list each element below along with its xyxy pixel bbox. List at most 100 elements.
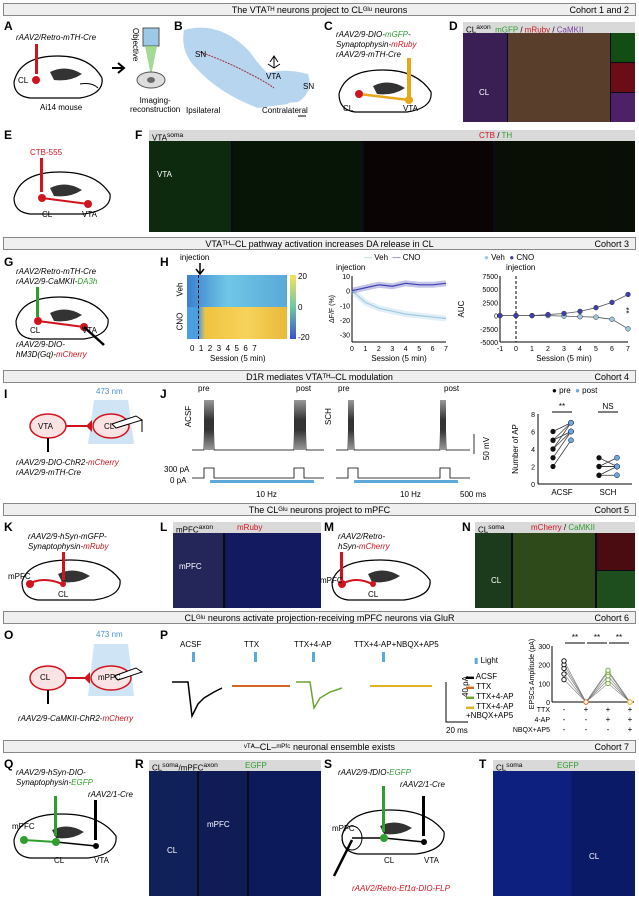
panel-s-brain	[332, 786, 445, 877]
x-tick-label: 7	[626, 346, 630, 353]
data-point-cno	[609, 299, 615, 306]
y-tick-label: 8	[531, 412, 535, 419]
x-tick-label: 3	[390, 346, 394, 353]
panel-e-brain	[13, 158, 111, 215]
data-point-cno	[577, 308, 583, 315]
condition-row-label: TTX	[537, 707, 551, 714]
panel-g-vta: VTA	[82, 326, 97, 335]
condition-sign: +	[606, 705, 611, 714]
panel-k-virus-1: rAAV2/9-hSyn-mGFP-	[28, 532, 107, 541]
x-tick-label: 1	[530, 346, 534, 353]
panel-t-cl: CL	[589, 852, 600, 861]
panel-g-virus-2: rAAV2/9-CaMKII-DA3h	[16, 277, 98, 286]
x-tick-label: 7	[444, 346, 448, 353]
y-tick-label: 2	[531, 465, 535, 472]
panel-b-diagram	[183, 27, 310, 117]
data-point-pre	[596, 472, 602, 478]
panel-c-virus-3: rAAV2/9-mTH-Cre	[336, 50, 401, 59]
panel-label-o: O	[4, 628, 14, 642]
condition-sign: -	[563, 705, 566, 714]
y-tick-label: -10	[340, 303, 350, 310]
panel-label-a: A	[4, 19, 13, 33]
y-tick-label: -30	[340, 333, 350, 340]
panel-label-c: C	[324, 19, 333, 33]
panel-label-b: B	[174, 19, 183, 33]
panel-label-k: K	[4, 520, 13, 534]
significance-label: **	[572, 633, 578, 642]
data-point-cno	[593, 305, 599, 311]
data-point-pre	[596, 463, 602, 470]
condition-sign: -	[563, 725, 566, 734]
x-tick-label: 3	[562, 346, 566, 353]
panel-j-hz-2: 10 Hz	[400, 490, 421, 499]
colorbar-tick: 20	[298, 272, 307, 281]
cell-line	[563, 679, 631, 703]
series-line-veh	[351, 290, 447, 320]
data-point-veh	[577, 314, 583, 320]
significance-label: **	[616, 633, 622, 642]
y-tick-label: 100	[538, 681, 550, 688]
band-title: The CLᴳˡᵘ neurons project to mPFC	[248, 505, 391, 515]
panel-h-auc-legend: ● Veh ● CNO	[484, 253, 535, 262]
pair-line	[598, 457, 618, 467]
panel-a-brain	[13, 44, 103, 99]
x-axis-label: Session (5 min)	[536, 354, 592, 363]
panel-r-mpfc: mPFC	[207, 820, 230, 829]
pair-line	[552, 422, 572, 432]
section-band-5: CLᴳˡᵘ neurons activate projection-receiv…	[3, 611, 636, 624]
section-band-1: The VTAᵀᴴ neurons project to CLᴳˡᵘ neuro…	[3, 3, 636, 16]
significance-label: **	[559, 402, 565, 411]
panel-label-q: Q	[4, 757, 14, 771]
panel-h-row-veh: Veh	[175, 282, 185, 297]
panel-a-objective-icon	[136, 27, 166, 89]
panel-p-cond-3: TTX+4-AP	[294, 640, 332, 649]
condition-sign: +	[606, 715, 611, 724]
panel-p-legend-1: ▬ ACSF	[466, 672, 498, 681]
y-tick-label: 0	[546, 700, 550, 707]
band-title: D1R mediates VTAᵀᴴ–CL modulation	[246, 372, 393, 382]
data-point-pre	[550, 446, 556, 452]
data-point	[583, 699, 589, 705]
y-tick-label: 0	[494, 314, 498, 321]
x-tick-label: ACSF	[551, 488, 572, 497]
panel-h-colorbar	[290, 275, 296, 339]
panel-i-vta: VTA	[38, 422, 53, 431]
panel-h-injection-1: injection	[180, 253, 210, 262]
x-tick-label: SCH	[600, 488, 617, 497]
panel-m-virus-1: rAAV2/Retro-	[338, 532, 386, 541]
pair-line	[552, 431, 572, 450]
data-point-post	[614, 454, 620, 461]
condition-sign: +	[628, 725, 633, 734]
data-point-post	[614, 472, 620, 479]
x-axis-label: Session (5 min)	[371, 354, 427, 363]
data-point-pre	[596, 455, 602, 461]
data-point-cno	[545, 311, 551, 318]
panel-j-traces	[192, 399, 475, 483]
panel-o-mpfc: mPFC	[98, 673, 121, 682]
y-axis-label: EPSCs Amplitude (pA)	[529, 639, 536, 709]
down-arrow-icon	[195, 263, 205, 276]
panel-label-h: H	[160, 255, 169, 269]
panel-j-pre-2: pre	[338, 384, 350, 393]
condition-sign: +	[628, 705, 633, 714]
cell-line	[563, 668, 631, 703]
condition-sign: -	[607, 725, 610, 734]
panel-d-caption: CLaxon mGFP / mRuby / CaMKII	[463, 22, 635, 35]
panel-p-traces	[172, 652, 468, 723]
x-tick-label: -1	[497, 346, 503, 353]
band-cohort: Cohort 4	[594, 372, 629, 382]
panel-g-virus-3b: hM3D(Gq)-mCherry	[16, 350, 87, 359]
data-point-veh	[609, 316, 615, 322]
y-tick-label: 4	[531, 447, 535, 454]
panel-k-virus-2: Synaptophysin-mRuby	[28, 542, 109, 551]
section-band-2: VTAᵀᴴ–CL pathway activation increases DA…	[3, 237, 636, 250]
y-tick-label: 0	[531, 482, 535, 489]
panel-h-heatmap-veh	[187, 275, 287, 307]
panel-r-cl: CL	[167, 846, 178, 855]
data-point-veh	[593, 314, 599, 320]
